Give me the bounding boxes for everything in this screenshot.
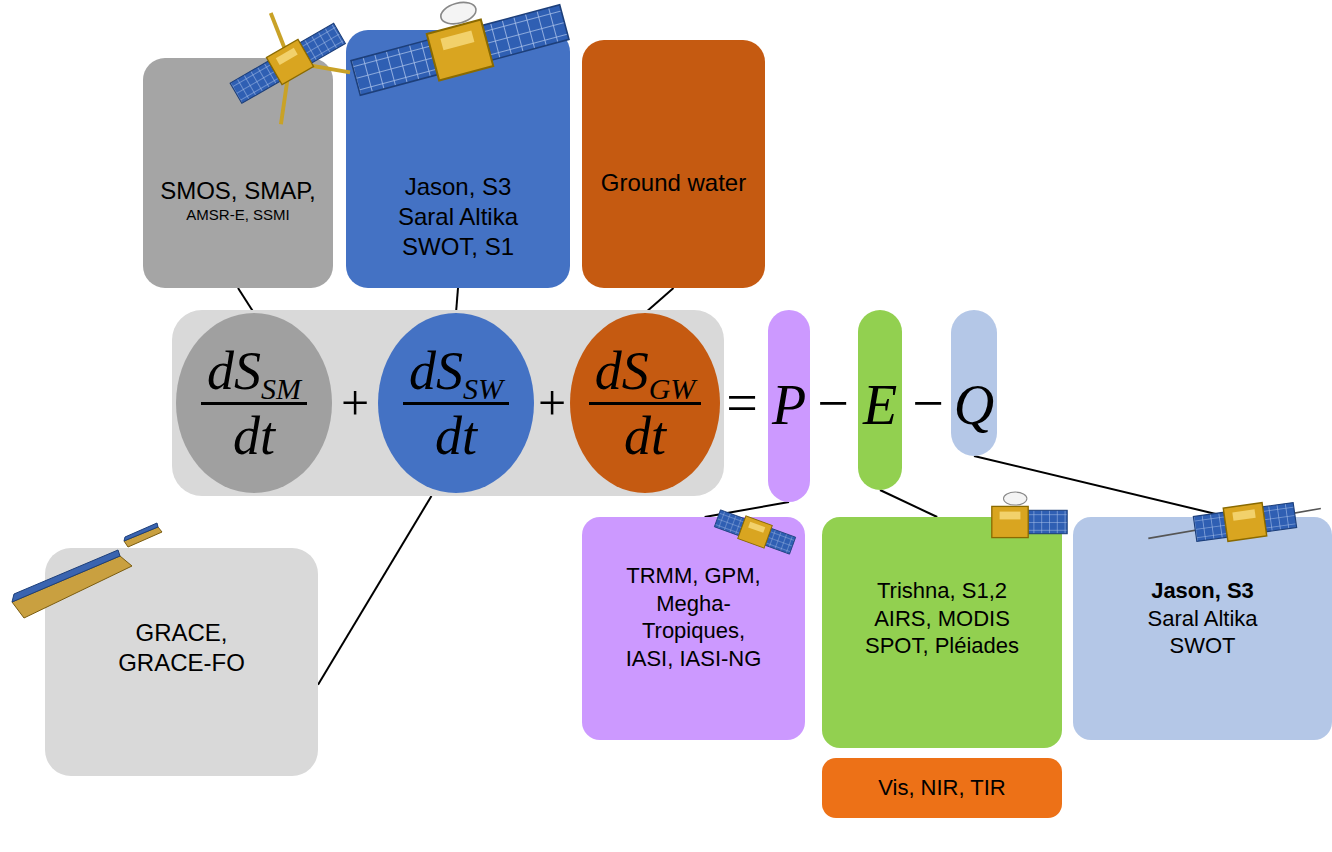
storage-box: Ground water [582, 40, 765, 288]
denominator: dt [624, 405, 666, 463]
satellite-icon [992, 492, 1067, 537]
differential: dS [207, 341, 261, 401]
connector-line [318, 496, 431, 685]
operator-sign: − [817, 375, 849, 431]
differential: dS [409, 341, 463, 401]
connector-line [974, 456, 1228, 517]
flux-symbol: Q [954, 377, 994, 433]
text-stack: Trishna, S1,2 AIRS, MODIS SPOT, Pléiades [822, 577, 1062, 660]
text-stack: Q [951, 310, 997, 500]
grace-satellites [12, 523, 162, 618]
text-stack: TRMM, GPM, Megha-Tropiques, IASI, IASI-N… [582, 562, 805, 672]
mission-label: Jason, S3 [1151, 577, 1254, 605]
fraction: dSSMdt [176, 313, 332, 493]
connector-line [705, 502, 789, 517]
operator-sign: = [726, 375, 758, 431]
text-stack: GRACE, GRACE-FO [45, 618, 318, 678]
denominator: dt [233, 405, 275, 463]
mission-box: TRMM, GPM, Megha-Tropiques, IASI, IASI-N… [582, 517, 805, 740]
circle-fill [570, 313, 720, 493]
denominator: dt [435, 405, 477, 463]
subscript: GW [649, 372, 696, 405]
operator-holder: + [341, 378, 369, 428]
text-stack: Jason, S3Saral Altika SWOT [1073, 577, 1332, 660]
text-stack: SMOS, SMAP,AMSR-E, SSMI [143, 176, 333, 225]
differential: dS [595, 341, 649, 401]
flux-symbol: P [772, 377, 806, 433]
circle-fill [176, 313, 332, 493]
operator-holder: = [726, 375, 758, 431]
circle-fill [378, 313, 534, 493]
storage-term-circle: dSGWdt [570, 313, 720, 493]
subscript: SM [261, 372, 301, 405]
mission-label: Vis, NIR, TIR [878, 774, 1006, 802]
numerator: dSSM [201, 344, 307, 405]
mission-box: SMOS, SMAP,AMSR-E, SSMI [143, 58, 333, 288]
subscript: SW [463, 372, 503, 405]
band-box: Vis, NIR, TIR [822, 758, 1062, 818]
mission-box: Jason, S3 Saral Altika SWOT, S1 [346, 30, 570, 288]
operator-holder: + [538, 378, 566, 428]
mission-label: Jason, S3 Saral Altika SWOT, S1 [383, 172, 533, 262]
mission-box: Jason, S3Saral Altika SWOT [1073, 517, 1332, 740]
text-stack: Ground water [582, 168, 765, 198]
mission-label: AMSR-E, SSMI [186, 206, 289, 225]
numerator: dSGW [589, 344, 702, 405]
operator-holder: − [817, 375, 849, 431]
numerator: dSSW [403, 344, 509, 405]
fraction: dSGWdt [570, 313, 720, 493]
mission-box: GRACE, GRACE-FO [45, 548, 318, 776]
operator-holder: − [912, 375, 944, 431]
text-stack: P [768, 310, 810, 500]
mission-label: TRMM, GPM, Megha-Tropiques, IASI, IASI-N… [618, 562, 770, 672]
storage-term-circle: dSSWdt [378, 313, 534, 493]
mission-label: Saral Altika SWOT [1128, 605, 1278, 660]
mission-box: Trishna, S1,2 AIRS, MODIS SPOT, Pléiades [822, 517, 1062, 748]
mission-label: Trishna, S1,2 AIRS, MODIS SPOT, Pléiades [856, 577, 1028, 660]
flux-term-pill: Q [951, 310, 997, 456]
operator-sign: − [912, 375, 944, 431]
satellite-icon [1146, 495, 1324, 553]
satellite-icon [344, 0, 571, 101]
text-stack: Jason, S3 Saral Altika SWOT, S1 [346, 172, 570, 262]
storage-term-circle: dSSMdt [176, 313, 332, 493]
mission-label: GRACE, GRACE-FO [114, 618, 249, 678]
flux-symbol: E [863, 377, 897, 433]
text-stack: E [858, 310, 902, 500]
satellite-icon [210, 0, 364, 136]
equation-band: dSSMdtdSSWdtdSGWdt++ [172, 310, 724, 496]
text-stack: Vis, NIR, TIR [822, 774, 1062, 802]
flux-term-pill: E [858, 310, 902, 490]
flux-term-pill: P [768, 310, 810, 502]
fraction: dSSWdt [378, 313, 534, 493]
mission-label: SMOS, SMAP, [160, 176, 316, 206]
satellite-icon [713, 507, 796, 557]
mission-label: Ground water [601, 168, 746, 198]
connector-line [880, 490, 937, 517]
plus-sign: + [341, 378, 369, 428]
plus-sign: + [538, 378, 566, 428]
